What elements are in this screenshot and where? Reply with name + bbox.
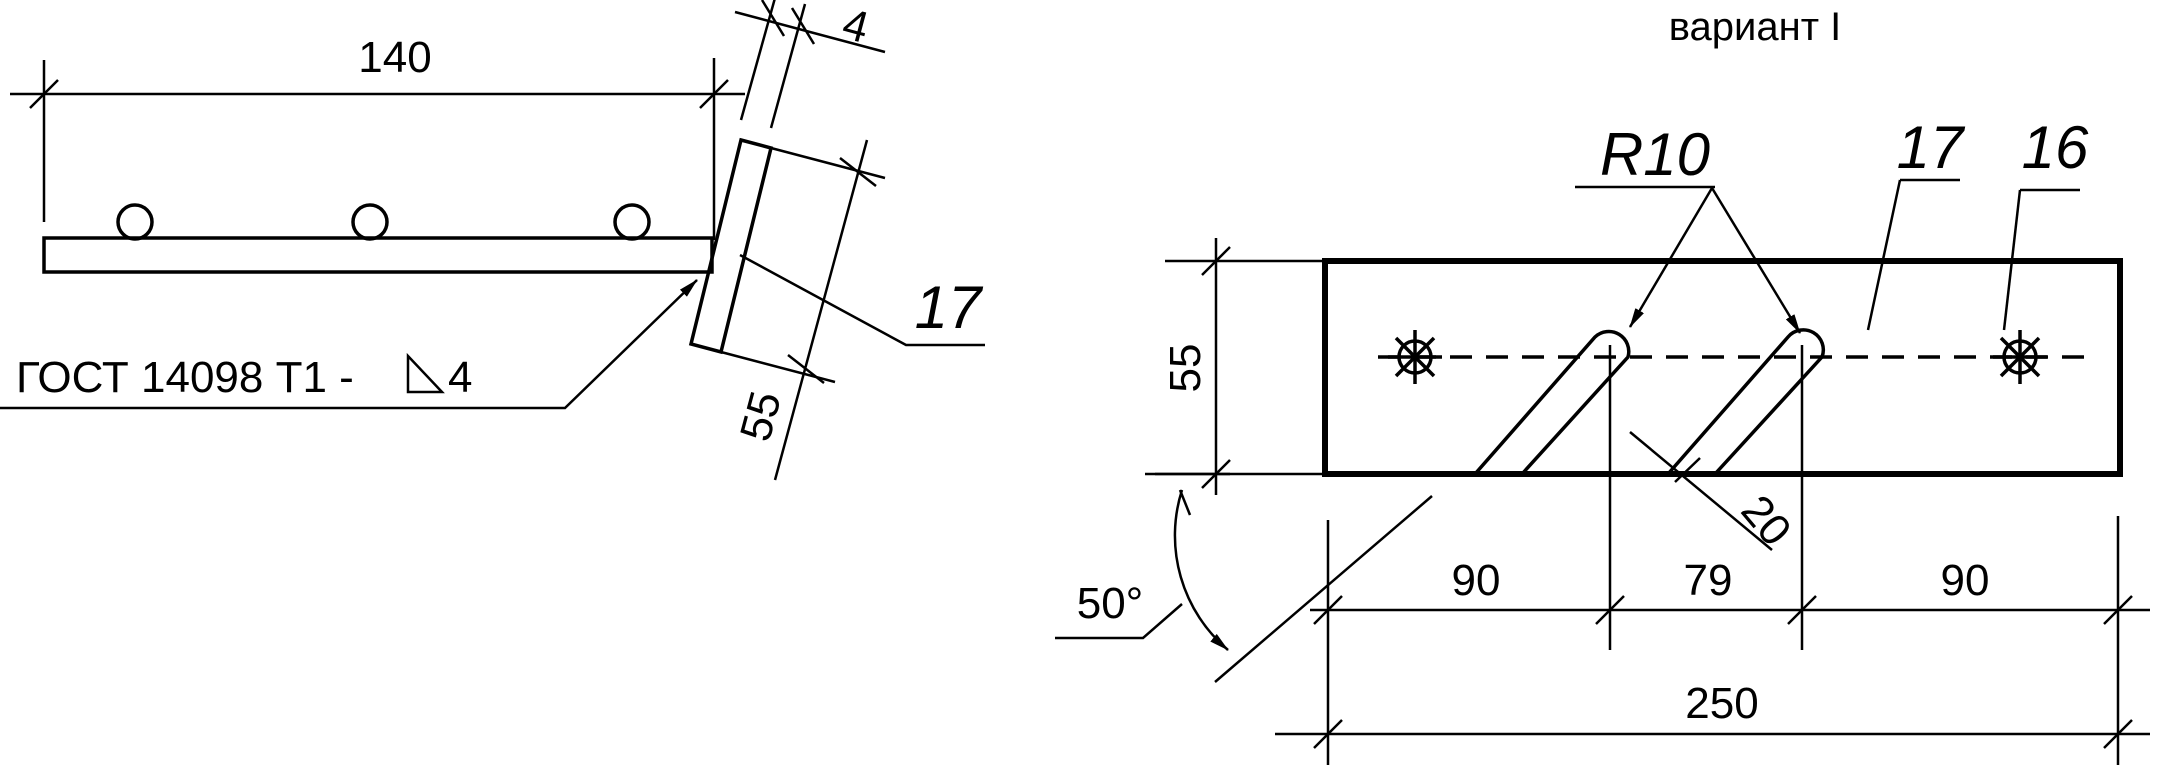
dim-slot-width-label: 20 [1732, 486, 1801, 555]
angle-label: 50° [1077, 579, 1144, 628]
variant-title: вариант I [1669, 5, 1842, 49]
stud-circle-1 [116, 203, 154, 241]
dim-total-label: 250 [1685, 679, 1758, 728]
dim-length-label: 140 [358, 33, 431, 82]
slot-1 [1473, 329, 1631, 476]
stud-circle-2 [351, 203, 389, 241]
dim-seg-3-label: 90 [1941, 556, 1990, 605]
dim-seg-1-label: 90 [1452, 556, 1501, 605]
fillet-weld-symbol [406, 352, 445, 394]
rod [42, 236, 714, 274]
stud-circle-3 [613, 203, 651, 241]
dim-thickness-label: 4 [838, 0, 874, 53]
weld-note-text: ГОСТ 14098 Т1 - [16, 353, 354, 402]
dim-seg-2-label: 79 [1684, 556, 1733, 605]
plate-outline [1322, 258, 2123, 477]
anchor-symbol-right [1993, 330, 2047, 384]
slot-2 [1666, 328, 1826, 476]
part-17-label-right: 17 [1897, 114, 1966, 181]
anchor-symbol-left [1388, 330, 1442, 384]
dim-plate-width-label: 55 [731, 386, 791, 446]
part-16-label: 16 [2022, 114, 2089, 181]
end-plate [688, 137, 774, 355]
left-side-view: 140 4 55 17 ГОСТ 14098 Т1 - 4 [0, 0, 985, 481]
radius-label: R10 [1600, 121, 1710, 188]
dim-height-label: 55 [1161, 344, 1210, 393]
right-plan-view: вариант I R10 17 [1055, 5, 2150, 765]
weld-leg-label: 4 [448, 353, 472, 402]
part-17-label-left: 17 [915, 274, 984, 341]
